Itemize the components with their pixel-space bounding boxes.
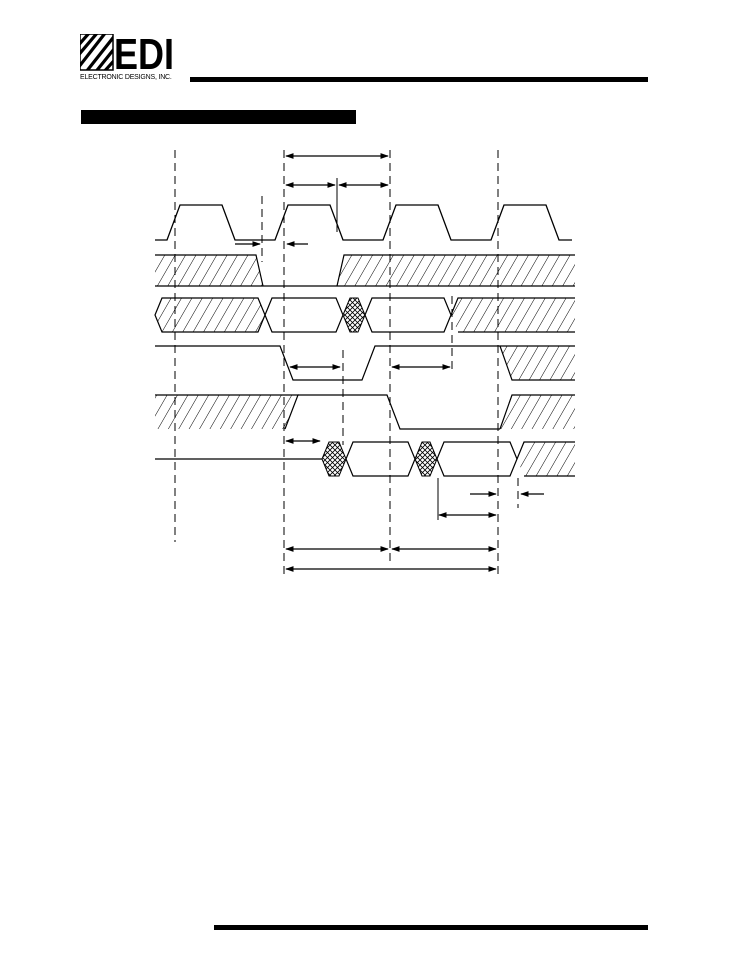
edi-logo-icon: EDI: [80, 34, 174, 74]
section-title-bar: [81, 110, 356, 124]
svg-text:EDI: EDI: [114, 34, 174, 74]
signal-row-5: [155, 394, 575, 430]
footer-rule: [214, 925, 648, 930]
signal-row-3: [154, 297, 575, 333]
company-caption: ELECTRONIC DESIGNS, INC.: [80, 74, 172, 81]
timing-arrows: [235, 153, 544, 572]
signal-row-2: [155, 254, 575, 287]
header-rule: [190, 77, 648, 82]
clock-waveform: [155, 204, 572, 241]
signal-row-4: [155, 345, 575, 381]
signal-row-6: [155, 441, 575, 477]
company-logo: EDI ELECTRONIC DESIGNS, INC.: [80, 34, 184, 86]
reference-lines: [174, 150, 519, 575]
